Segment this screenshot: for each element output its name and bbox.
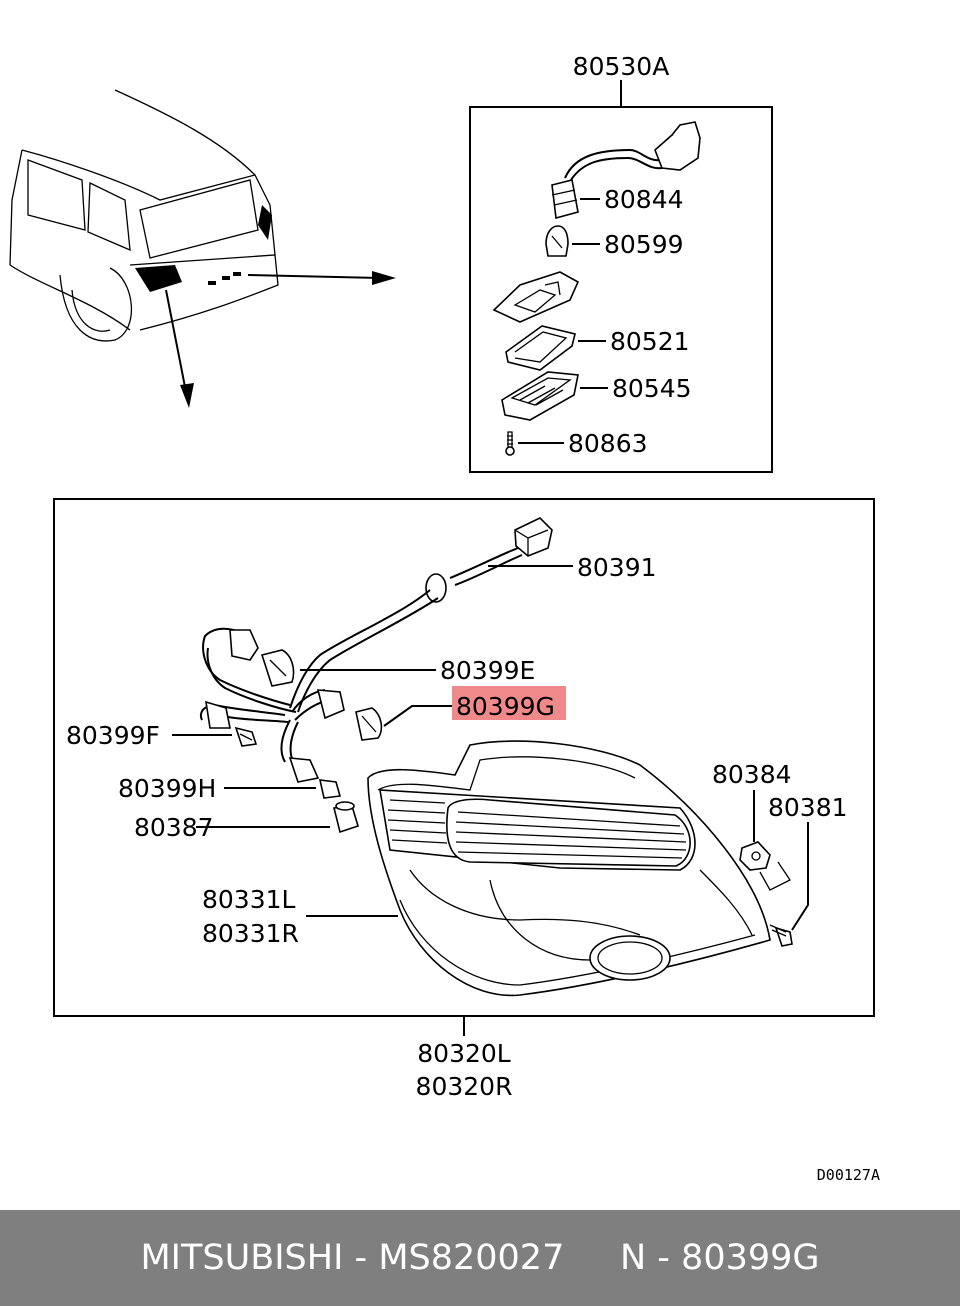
gasket-80521 (505, 325, 576, 371)
label-80530a: 80530A (573, 52, 670, 81)
parts-diagram: 80530A 80844 80599 80521 80545 (9, 52, 880, 1184)
separator: - (343, 1238, 379, 1278)
vehicle-sketch (9, 89, 396, 408)
bulb-80387 (333, 801, 359, 834)
label-80331l: 80331L (202, 885, 296, 914)
bulb-80399e (260, 649, 295, 687)
part-number: MS820027 (378, 1238, 565, 1278)
label-80387: 80387 (134, 813, 214, 842)
label-80545: 80545 (612, 374, 692, 403)
label-80844: 80844 (604, 185, 684, 214)
reference-number: N - 80399G (619, 1238, 820, 1278)
sub-harness (200, 627, 345, 783)
spacer (564, 1238, 620, 1278)
label-80399e: 80399E (440, 656, 535, 685)
label-80320r: 80320R (416, 1072, 513, 1101)
label-80599: 80599 (604, 230, 684, 259)
label-80391: 80391 (577, 553, 657, 582)
bulb-80599 (545, 225, 569, 257)
tail-lamp-assembly (367, 740, 771, 997)
label-80320l: 80320L (417, 1039, 511, 1068)
bulb-80399f (234, 726, 258, 747)
clip-80384 (739, 841, 771, 871)
label-80399g: 80399G (456, 692, 555, 721)
lamp-housing (492, 271, 580, 323)
label-80399h: 80399H (118, 774, 216, 803)
highlight-80399g (452, 686, 566, 720)
screw-80381 (769, 924, 793, 947)
label-80381: 80381 (768, 793, 848, 822)
diagram-code: D00127A (817, 1166, 880, 1184)
label-80384: 80384 (712, 760, 792, 789)
label-80331r: 80331R (202, 919, 299, 948)
footer-bar: MITSUBISHI - MS820027 N - 80399G (0, 1210, 960, 1306)
label-80521: 80521 (610, 327, 690, 356)
bulb-80399h (318, 779, 342, 799)
brand-name: MITSUBISHI (140, 1238, 344, 1278)
bulb-80399g (355, 707, 383, 741)
harness-80391 (289, 517, 553, 713)
license-lamp-harness (564, 121, 701, 186)
lens-80545 (501, 371, 579, 421)
label-80399f: 80399F (66, 721, 160, 750)
screw-80863 (505, 431, 515, 456)
socket-80844 (551, 179, 579, 220)
label-80863: 80863 (568, 429, 648, 458)
